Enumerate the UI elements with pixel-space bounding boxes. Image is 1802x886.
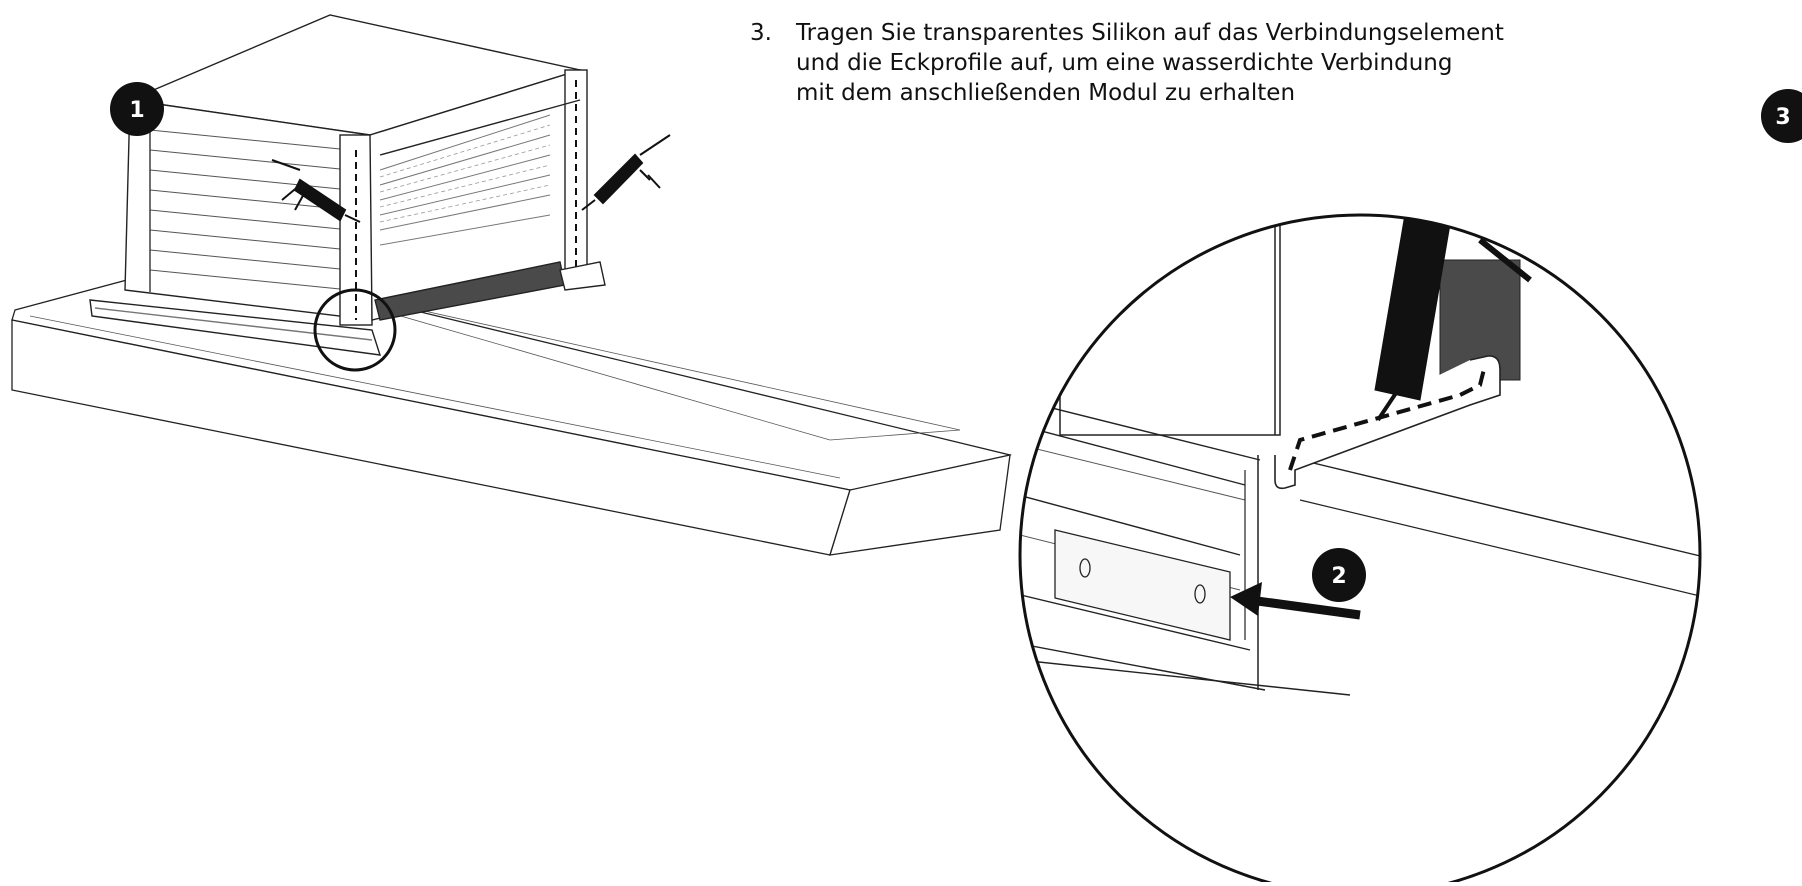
silicone-gun-icon [271, 159, 361, 223]
silicone-gun-icon-right [581, 134, 671, 211]
instruction-lines: Tragen Sie transparentes Silikon auf das… [796, 18, 1504, 108]
zoom-detail [1018, 213, 1702, 886]
filter-module [369, 69, 606, 321]
instruction-line-1: Tragen Sie transparentes Silikon auf das… [796, 20, 1504, 46]
detail-marker-circle [313, 288, 397, 372]
callout-badge-3: 3 [1761, 89, 1802, 143]
svg-text:2: 2 [1331, 564, 1346, 589]
louvre-module [89, 14, 583, 356]
base-frame [11, 254, 1012, 556]
callout-badge-2: 2 [1312, 548, 1366, 602]
instruction-line-3: mit dem anschließenden Modul zu erhalten [796, 80, 1296, 106]
callout-badge-1: 1 [110, 82, 164, 136]
instruction-line-2: und die Eckprofile auf, um eine wasserdi… [796, 50, 1453, 76]
step-number: 3. [750, 20, 772, 46]
arrow-icon [1230, 582, 1361, 620]
svg-text:3: 3 [1775, 105, 1790, 130]
instruction-text: 3. Tragen Sie transparentes Silikon auf … [750, 18, 1750, 108]
silicone-gun-large-icon [1374, 215, 1532, 422]
svg-text:1: 1 [129, 98, 144, 123]
